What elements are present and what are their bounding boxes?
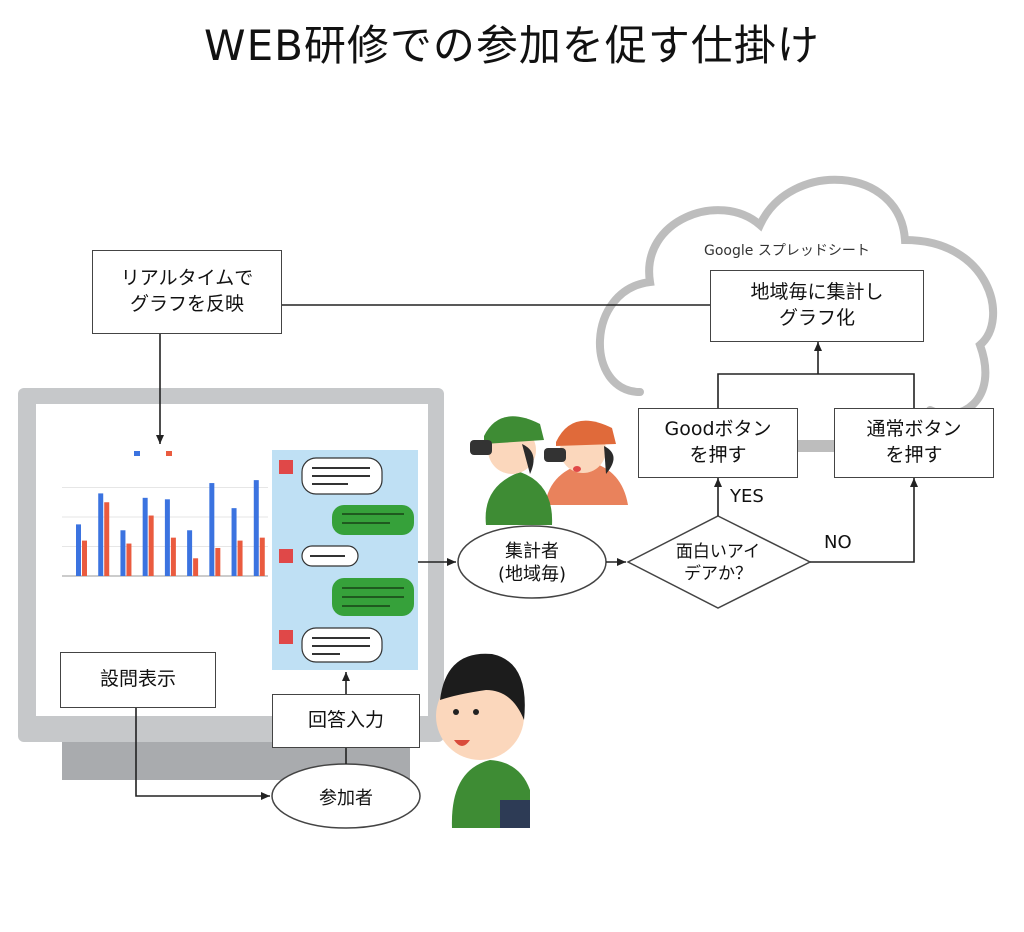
arrow-question-to-participant	[135, 707, 270, 800]
chart-bar	[237, 540, 243, 576]
arrow-decision-to-normal	[810, 478, 918, 563]
aggregator-label: 集計者 (地域毎)	[497, 541, 567, 586]
chart-bar	[148, 515, 154, 576]
chart-bar	[82, 540, 87, 576]
chat-avatar	[279, 460, 293, 474]
spreadsheet-label: Google スプレッドシート	[704, 243, 870, 259]
observer-illustration	[470, 416, 628, 525]
button-gap-bar	[798, 440, 834, 452]
question-display-box: 設問表示	[60, 652, 216, 708]
decision-diamond	[626, 515, 812, 609]
chart-bar	[209, 483, 215, 576]
answer-input-box: 回答入力	[272, 694, 420, 748]
aggregate-graph-box: 地域毎に集計し グラフ化	[710, 270, 924, 342]
decision-label-line-2: デアか？	[684, 564, 752, 585]
good-button-box: Goodボタン を押す	[638, 408, 798, 478]
chart-bar	[259, 537, 265, 576]
no-label: NO	[824, 532, 852, 553]
decision-label-line-1: 面白いアイ	[675, 542, 761, 562]
chart-bar	[253, 480, 259, 576]
chart-bar	[170, 537, 176, 576]
page-title: WEB研修での参加を促す仕掛け	[204, 21, 820, 70]
chat-bubble-green	[332, 505, 414, 535]
chart-bar	[164, 499, 170, 576]
chat-text-lines-green	[342, 513, 404, 607]
realtime-graph-box: リアルタイムで グラフを反映	[92, 250, 282, 334]
chart-bar	[187, 530, 193, 576]
normal-button-box: 通常ボタン を押す	[834, 408, 994, 478]
chat-avatar	[279, 630, 293, 644]
participant-label: 参加者	[319, 788, 373, 809]
chart-bar	[104, 502, 110, 576]
chart-bar	[215, 547, 221, 576]
yes-label: YES	[730, 486, 764, 507]
chart-bar	[126, 543, 132, 576]
decision-label: 面白いアイ デアか？	[652, 541, 784, 585]
chat-text-lines	[310, 467, 370, 655]
connector-buttons-to-aggregate	[717, 373, 915, 410]
chart-bar	[231, 508, 237, 576]
chart-legend-swatch	[166, 451, 172, 456]
chart-bar	[142, 497, 148, 576]
participant-illustration	[436, 653, 530, 828]
cloud-shape	[595, 175, 998, 419]
chart-bar	[193, 558, 199, 576]
chart-bar	[120, 530, 126, 576]
chat-avatar	[279, 549, 293, 563]
bar-chart	[62, 451, 268, 577]
chart-legend-swatch	[134, 451, 140, 456]
chart-bar	[98, 493, 104, 576]
chart-bar	[76, 524, 81, 576]
